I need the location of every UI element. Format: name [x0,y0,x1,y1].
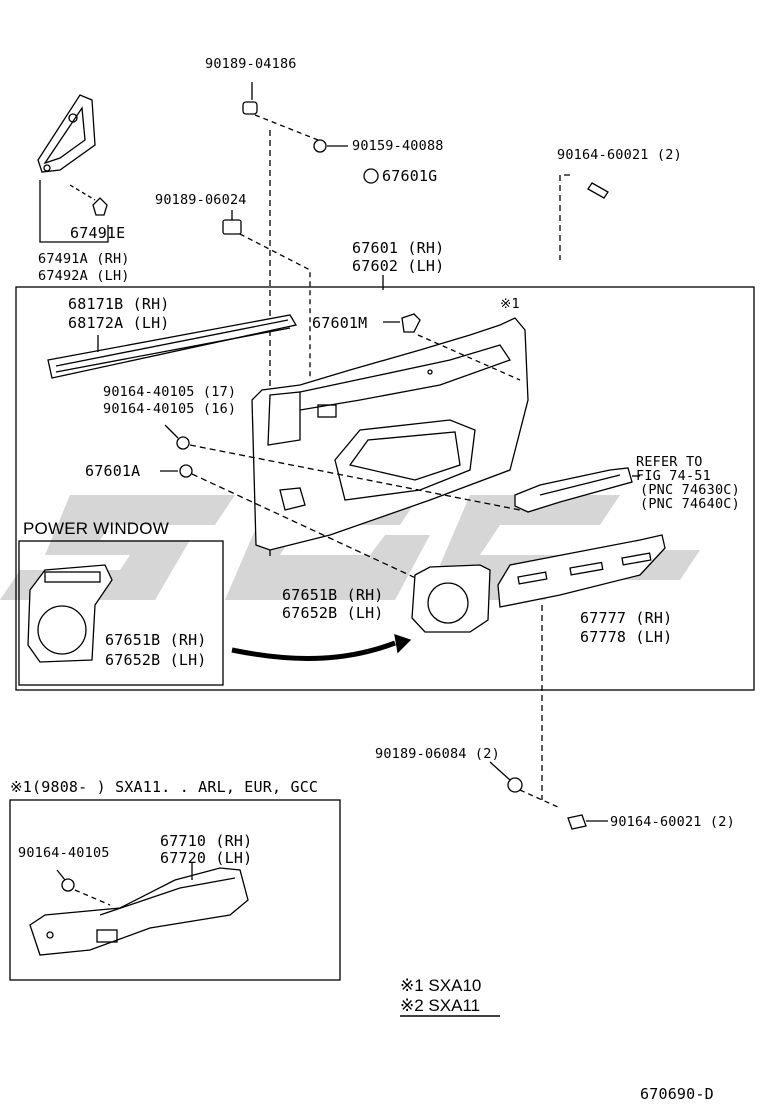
legend-sxa11: ※2 SXA11 [400,996,481,1015]
label-67777: 67777 (RH) [580,609,673,627]
label-90189-04186: 90189-04186 [205,56,297,72]
power-window-frame [18,540,224,686]
ring-67601g [363,168,379,184]
label-67651b: 67651B (RH) [282,586,384,604]
armrest-67777 [497,534,666,608]
label-67601m: 67601M [312,314,368,332]
label-90164-40105-16: 90164-40105 (16) [103,401,237,417]
label-68171b: 68171B (RH) [68,295,170,313]
label-sub-header: ※1(9808- ) SXA11. . ARL, EUR, GCC [10,778,319,796]
label-67651b-pw: 67651B (RH) [105,631,207,649]
clip-67491e [92,197,108,216]
screw-90164-40105-sub [61,878,75,892]
screw-90164-60021-bottom [567,814,587,830]
pw-speaker-cover [27,564,113,663]
clip-90189-04186 [242,101,258,115]
clip-67601a [179,464,193,478]
label-refer-to: REFER TO [636,454,703,470]
label-90159-40088: 90159-40088 [352,138,444,154]
label-67602: 67602 (LH) [352,257,445,275]
label-67652b-pw: 67652B (LH) [105,651,207,669]
label-90164-60021-bottom: 90164-60021 (2) [610,814,735,830]
screw-90164-60021-top [587,182,609,199]
door-trim-panel [251,317,529,551]
screw-90159-40088 [313,139,327,153]
sxa11-frame [9,799,341,981]
label-67491a: 67491A (RH) [38,251,130,267]
label-refer-pnc2: (PNC 74640C) [640,496,740,512]
clip-90189-06024 [222,219,242,235]
label-power-window: POWER WINDOW [23,519,169,538]
clip-67601m [401,313,421,333]
label-67491e: 67491E [70,224,126,242]
armrest-handle [514,467,633,513]
label-90164-40105-17: 90164-40105 (17) [103,384,237,400]
label-67652b: 67652B (LH) [282,604,384,622]
label-67778: 67778 (LH) [580,628,673,646]
clip-90189-06084 [507,777,523,793]
label-67710: 67710 (RH) [160,832,253,850]
screw-90164-40105 [176,436,190,450]
label-90189-06084: 90189-06084 (2) [375,746,500,762]
diagram-code: 670690-D [640,1085,714,1103]
mirror-cover [37,94,96,173]
legend-sxa10: ※1 SXA10 [400,976,482,995]
label-67601: 67601 (RH) [352,239,445,257]
label-mark1: ※1 [500,296,520,312]
label-refer-fig: FIG 74-51 [636,468,711,484]
label-67720: 67720 (LH) [160,849,253,867]
trim-67710 [29,867,249,956]
label-refer-pnc1: (PNC 74630C) [640,482,740,498]
main-frame [15,286,755,691]
label-68172a: 68172A (LH) [68,314,170,332]
label-67601a: 67601A [85,462,141,480]
label-90164-60021-top: 90164-60021 (2) [557,147,682,163]
speaker-grille [411,564,491,633]
label-67601g: 67601G [382,167,438,185]
assembly-arrow [231,640,396,661]
label-90189-06024: 90189-06024 [155,192,247,208]
label-90164-40105: 90164-40105 [18,845,110,861]
label-67492a: 67492A (LH) [38,268,130,284]
